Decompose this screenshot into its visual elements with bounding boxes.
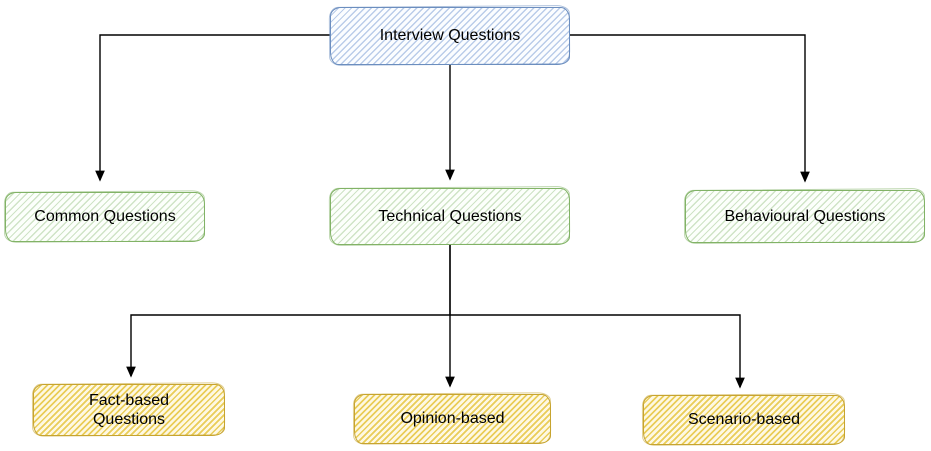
node-technical-questions[interactable]: Technical Questions — [330, 188, 570, 245]
node-label: Scenario-based — [687, 411, 801, 429]
node-interview-questions[interactable]: Interview Questions — [330, 7, 570, 65]
node-shape — [643, 395, 845, 445]
node-label: Opinion-based — [400, 410, 505, 428]
node-shape — [685, 190, 925, 243]
node-shape — [330, 7, 570, 65]
node-label: Technical Questions — [378, 207, 522, 225]
node-opinion-based[interactable]: Opinion-based — [354, 394, 551, 444]
node-fact-based-questions[interactable]: Fact-based Questions — [33, 384, 225, 436]
node-label: Behavioural Questions — [724, 207, 886, 225]
node-behavioural-questions[interactable]: Behavioural Questions — [685, 190, 925, 243]
node-shape — [5, 192, 205, 242]
edge-interview-to-behavioural — [570, 34, 810, 183]
edge-technical-to-fact-based — [126, 245, 451, 378]
node-label: Interview Questions — [379, 27, 521, 45]
node-scenario-based[interactable]: Scenario-based — [643, 395, 845, 445]
node-shape — [33, 384, 225, 436]
node-shape — [354, 394, 551, 444]
edge-interview-to-common — [95, 34, 330, 182]
node-label: Common Questions — [34, 208, 176, 226]
node-shape — [330, 188, 570, 245]
edge-technical-to-scenario-based — [450, 314, 745, 389]
node-label: Fact-based Questions — [88, 391, 170, 428]
node-common-questions[interactable]: Common Questions — [5, 192, 205, 242]
